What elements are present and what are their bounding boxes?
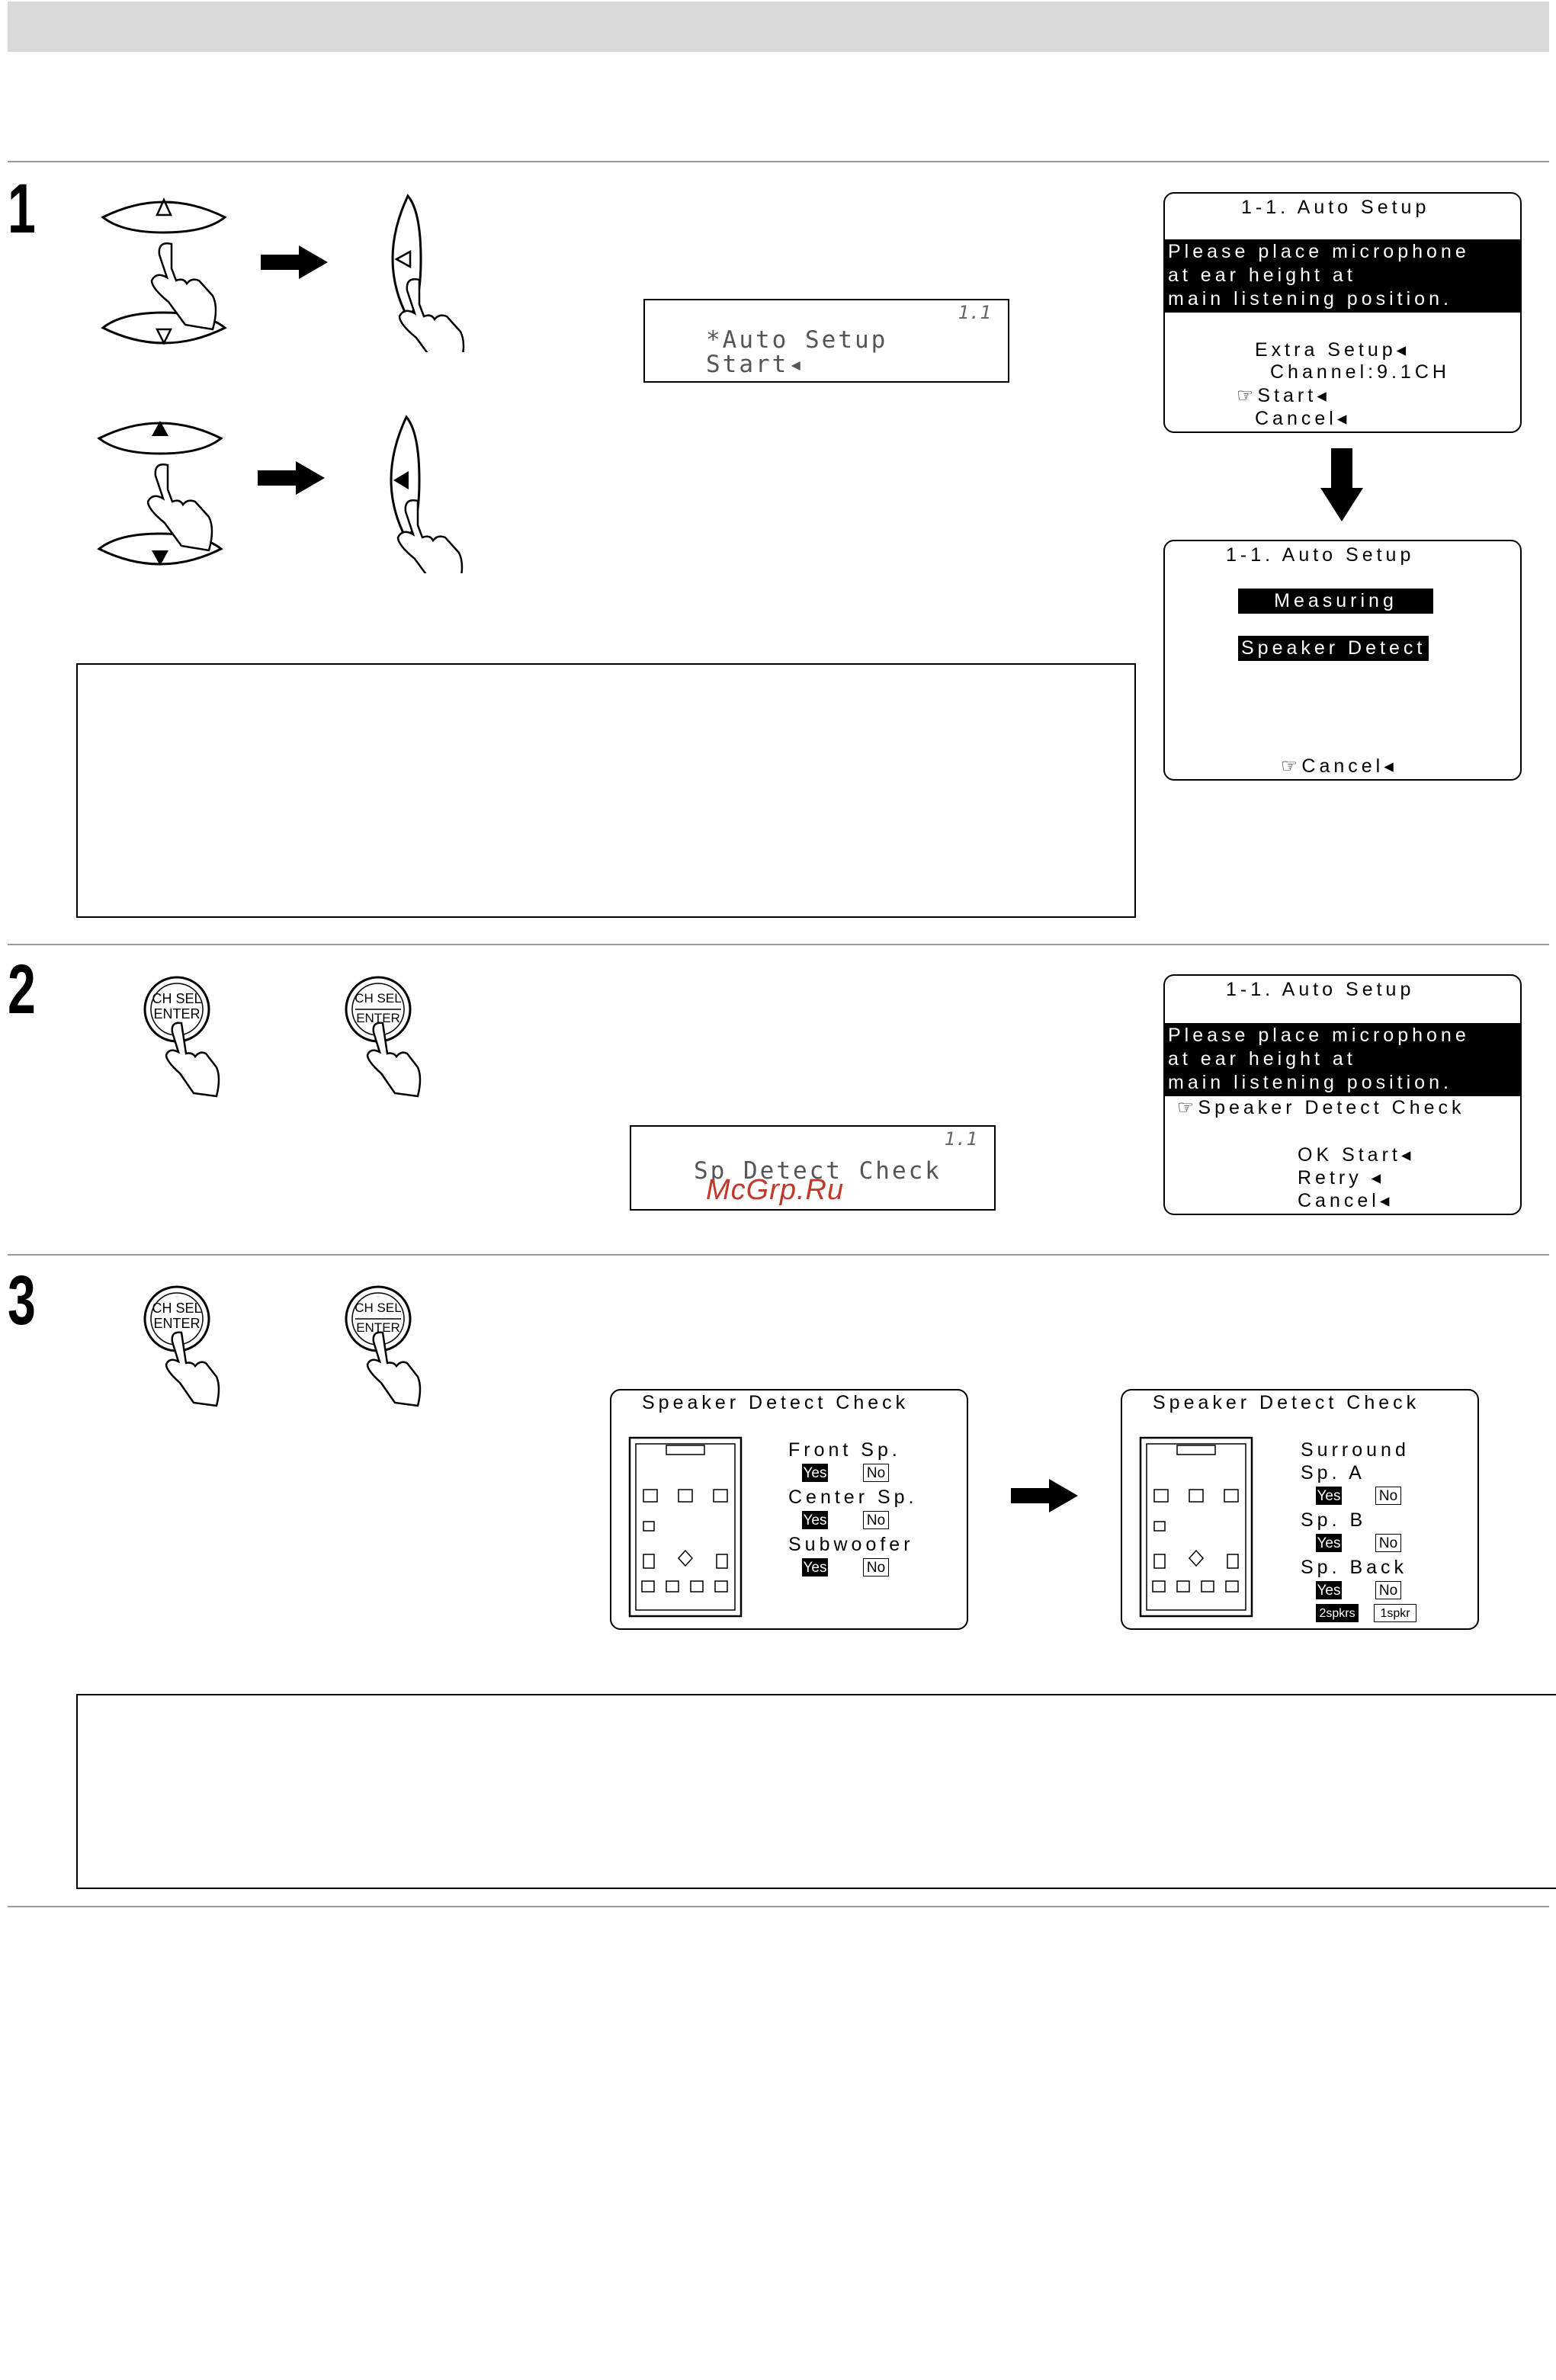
osd-menu-ok-start[interactable]: OK Start◂ — [1298, 1144, 1415, 1166]
cursor-up-down-outline-icon — [101, 197, 227, 345]
subwoofer-yes-option[interactable]: Yes — [802, 1558, 828, 1577]
ch-sel-enter-button[interactable]: CH SEL ENTER — [340, 970, 454, 1099]
osd-instruction-block: Please place microphone at ear height at… — [1165, 239, 1520, 313]
osd-title: 1-1. Auto Setup — [1226, 979, 1415, 1000]
front-panel-display: 1.1 Sp Detect Check — [630, 1125, 996, 1211]
button-label-enter: ENTER — [356, 1011, 400, 1025]
button-label-ch-sel: CH SEL — [355, 991, 402, 1006]
header-bar — [8, 2, 1549, 52]
cursor-left-outline-icon — [391, 194, 465, 352]
ch-sel-enter-button[interactable]: CH SEL ENTER — [139, 1279, 253, 1409]
osd-menu-extra-setup[interactable]: Extra Setup◂ — [1255, 339, 1410, 361]
label-center-sp: Center Sp. — [788, 1487, 918, 1508]
osd-msg-line: main listening position. — [1168, 288, 1452, 310]
button-label-enter: ENTER — [153, 1006, 201, 1022]
button-hand-icon — [345, 1285, 422, 1407]
button-hand-icon — [143, 1285, 220, 1407]
osd-menu-retry[interactable]: Retry ◂ — [1298, 1167, 1385, 1188]
sp-b-no-option[interactable]: No — [1375, 1534, 1401, 1552]
osd-msg-line: Please place microphone — [1168, 241, 1470, 262]
section-divider — [8, 161, 1549, 162]
section-divider — [8, 944, 1549, 945]
ch-sel-enter-button[interactable]: CH SEL ENTER — [340, 1279, 454, 1409]
section-divider — [8, 1906, 1549, 1907]
osd-instruction-block: Please place microphone at ear height at… — [1165, 1023, 1520, 1096]
ch-sel-enter-button[interactable]: CH SEL ENTER — [139, 970, 253, 1099]
right-arrow-icon — [258, 461, 325, 495]
section-divider — [8, 1254, 1549, 1256]
osd-status-speaker-detect: Speaker Detect — [1238, 636, 1429, 661]
display-line-2: Start◂ — [706, 351, 805, 378]
front-no-option[interactable]: No — [863, 1464, 889, 1482]
label-surround: Surround — [1301, 1439, 1410, 1461]
sp-b-yes-option[interactable]: Yes — [1316, 1534, 1342, 1552]
button-label-enter: ENTER — [153, 1316, 201, 1331]
osd-speaker-detect-check-screen: Speaker Detect Check Surround Sp. A Yes … — [1121, 1389, 1479, 1630]
label-sp-b: Sp. B — [1301, 1509, 1367, 1531]
step-number: 3 — [8, 1262, 36, 1339]
down-arrow-icon — [1320, 448, 1363, 521]
label-subwoofer: Subwoofer — [788, 1534, 914, 1555]
button-label-enter: ENTER — [356, 1320, 400, 1335]
osd-msg-line: at ear height at — [1168, 265, 1356, 286]
osd-status-measuring: Measuring — [1238, 589, 1433, 614]
front-panel-display: 1.1 *Auto Setup Start◂ — [643, 299, 1009, 383]
osd-msg-line: Please place microphone — [1168, 1025, 1470, 1046]
watermark: McGrp.Ru — [706, 1174, 845, 1206]
osd-menu-channel[interactable]: Channel:9.1CH — [1270, 361, 1450, 383]
osd-speaker-detect-check-menu: 1-1. Auto Setup Please place microphone … — [1163, 974, 1522, 1215]
osd-title: Speaker Detect Check — [642, 1392, 910, 1413]
osd-auto-setup-screen: 1-1. Auto Setup Please place microphone … — [1163, 192, 1522, 433]
label-sp-a: Sp. A — [1301, 1462, 1365, 1483]
button-label-ch-sel: CH SEL — [152, 1301, 202, 1316]
sp-back-yes-option[interactable]: Yes — [1316, 1581, 1342, 1599]
button-hand-icon — [345, 976, 422, 1098]
osd-menu-cancel[interactable]: Cancel◂ — [1255, 408, 1351, 429]
sp-back-1spkr-option[interactable]: 1spkr — [1374, 1604, 1416, 1622]
right-arrow-icon — [1011, 1479, 1078, 1512]
speaker-layout-room-icon — [1139, 1436, 1253, 1618]
label-sp-back: Sp. Back — [1301, 1557, 1408, 1578]
sp-back-no-option[interactable]: No — [1375, 1581, 1401, 1599]
center-no-option[interactable]: No — [863, 1511, 889, 1529]
display-line-1: *Auto Setup — [706, 326, 888, 354]
label-front-sp: Front Sp. — [788, 1439, 901, 1461]
display-line-1: Sp Detect Check — [694, 1157, 942, 1185]
cursor-up-down-filled-icon — [97, 421, 223, 566]
osd-menu-speaker-detect-check[interactable]: ☞Speaker Detect Check — [1177, 1097, 1465, 1118]
sp-a-no-option[interactable]: No — [1375, 1487, 1401, 1505]
osd-measuring-screen: 1-1. Auto Setup Measuring Speaker Detect… — [1163, 540, 1522, 781]
display-channel: 1.1 — [944, 1128, 977, 1150]
sp-back-2spkrs-option[interactable]: 2spkrs — [1316, 1604, 1359, 1622]
step-number: 1 — [8, 170, 36, 248]
osd-speaker-detect-check-screen: Speaker Detect Check Front Sp. Yes No Ce… — [610, 1389, 968, 1630]
osd-menu-cancel[interactable]: Cancel◂ — [1298, 1190, 1394, 1211]
speaker-layout-room-icon — [628, 1436, 743, 1618]
right-arrow-icon — [261, 245, 328, 279]
osd-title: Speaker Detect Check — [1153, 1392, 1420, 1413]
note-box — [76, 663, 1136, 918]
center-yes-option[interactable]: Yes — [802, 1511, 828, 1529]
display-channel: 1.1 — [958, 302, 991, 323]
osd-menu-start[interactable]: ☞Start◂ — [1237, 385, 1330, 406]
osd-title: 1-1. Auto Setup — [1241, 197, 1430, 218]
button-label-ch-sel: CH SEL — [152, 991, 202, 1006]
osd-menu-cancel[interactable]: ☞Cancel◂ — [1281, 755, 1397, 777]
sp-a-yes-option[interactable]: Yes — [1316, 1487, 1342, 1505]
button-label-ch-sel: CH SEL — [355, 1301, 402, 1315]
osd-msg-line: main listening position. — [1168, 1072, 1452, 1093]
button-hand-icon — [143, 976, 220, 1098]
osd-title: 1-1. Auto Setup — [1226, 544, 1415, 566]
note-box — [76, 1694, 1556, 1889]
subwoofer-no-option[interactable]: No — [863, 1558, 889, 1577]
cursor-left-filled-icon — [390, 415, 464, 573]
osd-msg-line: at ear height at — [1168, 1048, 1356, 1070]
front-yes-option[interactable]: Yes — [802, 1464, 828, 1482]
step-number: 2 — [8, 951, 36, 1028]
